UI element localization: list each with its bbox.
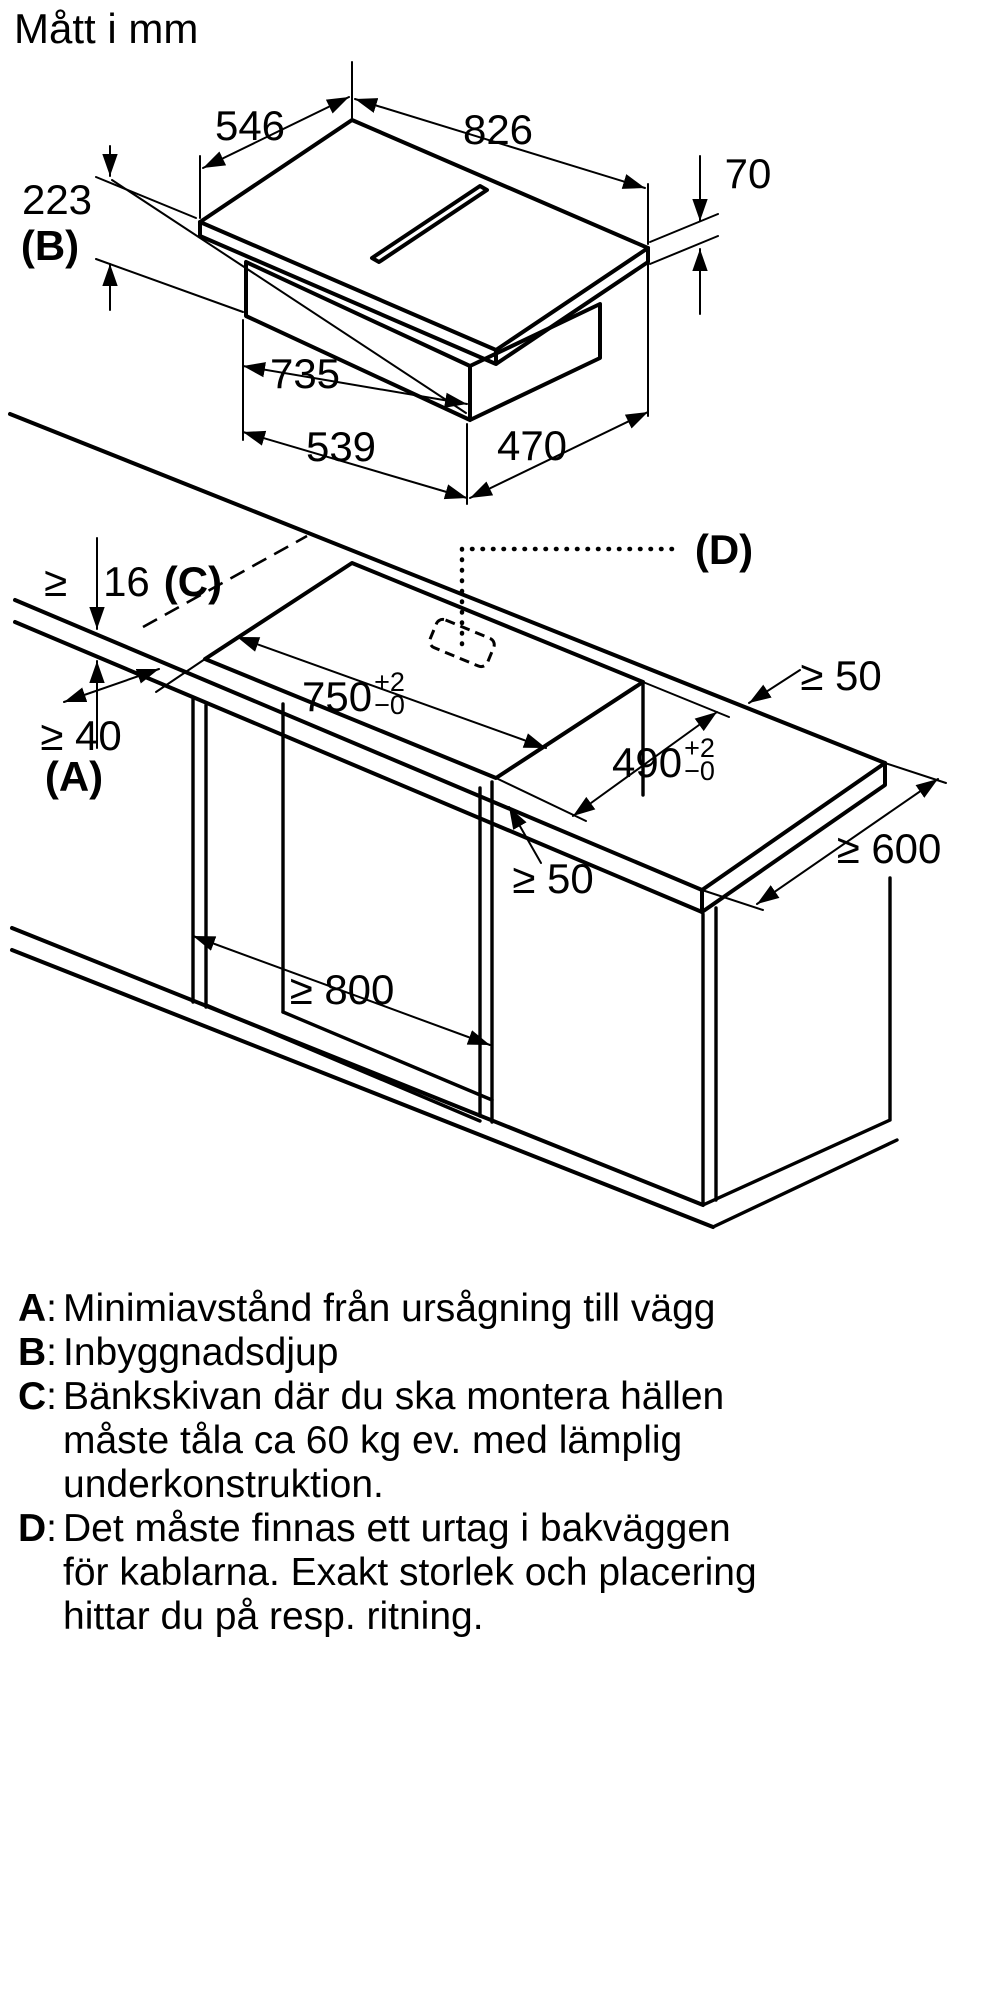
vent-slot — [370, 184, 489, 264]
dim-490-label: 490 +2 −0 — [612, 733, 715, 786]
legend-entry-d: D: Det måste finnas ett urtag i bakvägge… — [18, 1507, 757, 1638]
dim-min50-bottom-label: ≥ 50 — [512, 855, 594, 902]
dim-min16-label: ≥ 16 (C) — [44, 558, 223, 605]
ref-d-label: (D) — [694, 526, 754, 573]
dim-470-label: 470 — [496, 422, 568, 469]
dim-min800-label: ≥ 800 — [289, 966, 395, 1013]
ref-b-label: (B) — [20, 222, 80, 269]
dim-70-label: 70 — [724, 150, 772, 197]
right-end-cabinet — [701, 876, 899, 1229]
cabinet-plinth-lines — [10, 926, 715, 1229]
tolerance-stack: +2 −0 — [684, 733, 715, 786]
worktop-cutout-drawing — [8, 412, 947, 1229]
ref-c-label: (C) — [163, 558, 223, 605]
cable-cutout-leader-dotted — [459, 546, 685, 647]
legend-entry-c: C: Bänkskivan där du ska montera hällen … — [18, 1375, 725, 1506]
wall-hidden-line — [142, 534, 308, 629]
legend-entry-b: B: Inbyggnadsdjup — [18, 1331, 339, 1374]
legend-entry-a: A: Minimiavstånd från ursågning till väg… — [18, 1287, 716, 1330]
hob-dimension-lines — [95, 61, 719, 505]
legend: A: Minimiavstånd från ursågning till väg… — [18, 1287, 757, 1639]
dim-750-label: 750 +2 −0 — [302, 667, 405, 720]
dim-min50-top-label: ≥ 50 — [800, 652, 882, 699]
geq-symbol: ≥ — [44, 558, 68, 605]
dim-826-label: 826 — [462, 106, 534, 153]
hob-isometric-drawing — [95, 61, 719, 505]
cutout-outline — [203, 561, 645, 780]
technical-drawing-canvas — [8, 61, 947, 1229]
hob-glass-top — [198, 118, 650, 352]
dim-539-label: 539 — [305, 423, 377, 470]
dim-546-label: 546 — [214, 102, 286, 149]
tolerance-stack: +2 −0 — [374, 667, 405, 720]
dim-min40-label: ≥ 40 — [40, 712, 122, 759]
ref-a-label: (A) — [44, 753, 104, 800]
cabinet-right-wall — [478, 780, 494, 1124]
dim-735-label: 735 — [269, 350, 341, 397]
dim-223-label: 223 — [21, 176, 93, 223]
worktop-dimension-lines — [63, 537, 947, 1046]
dim-min600-label: ≥ 600 — [836, 825, 942, 872]
worktop-back-edge — [8, 412, 887, 765]
page-title: Mått i mm — [14, 5, 199, 52]
